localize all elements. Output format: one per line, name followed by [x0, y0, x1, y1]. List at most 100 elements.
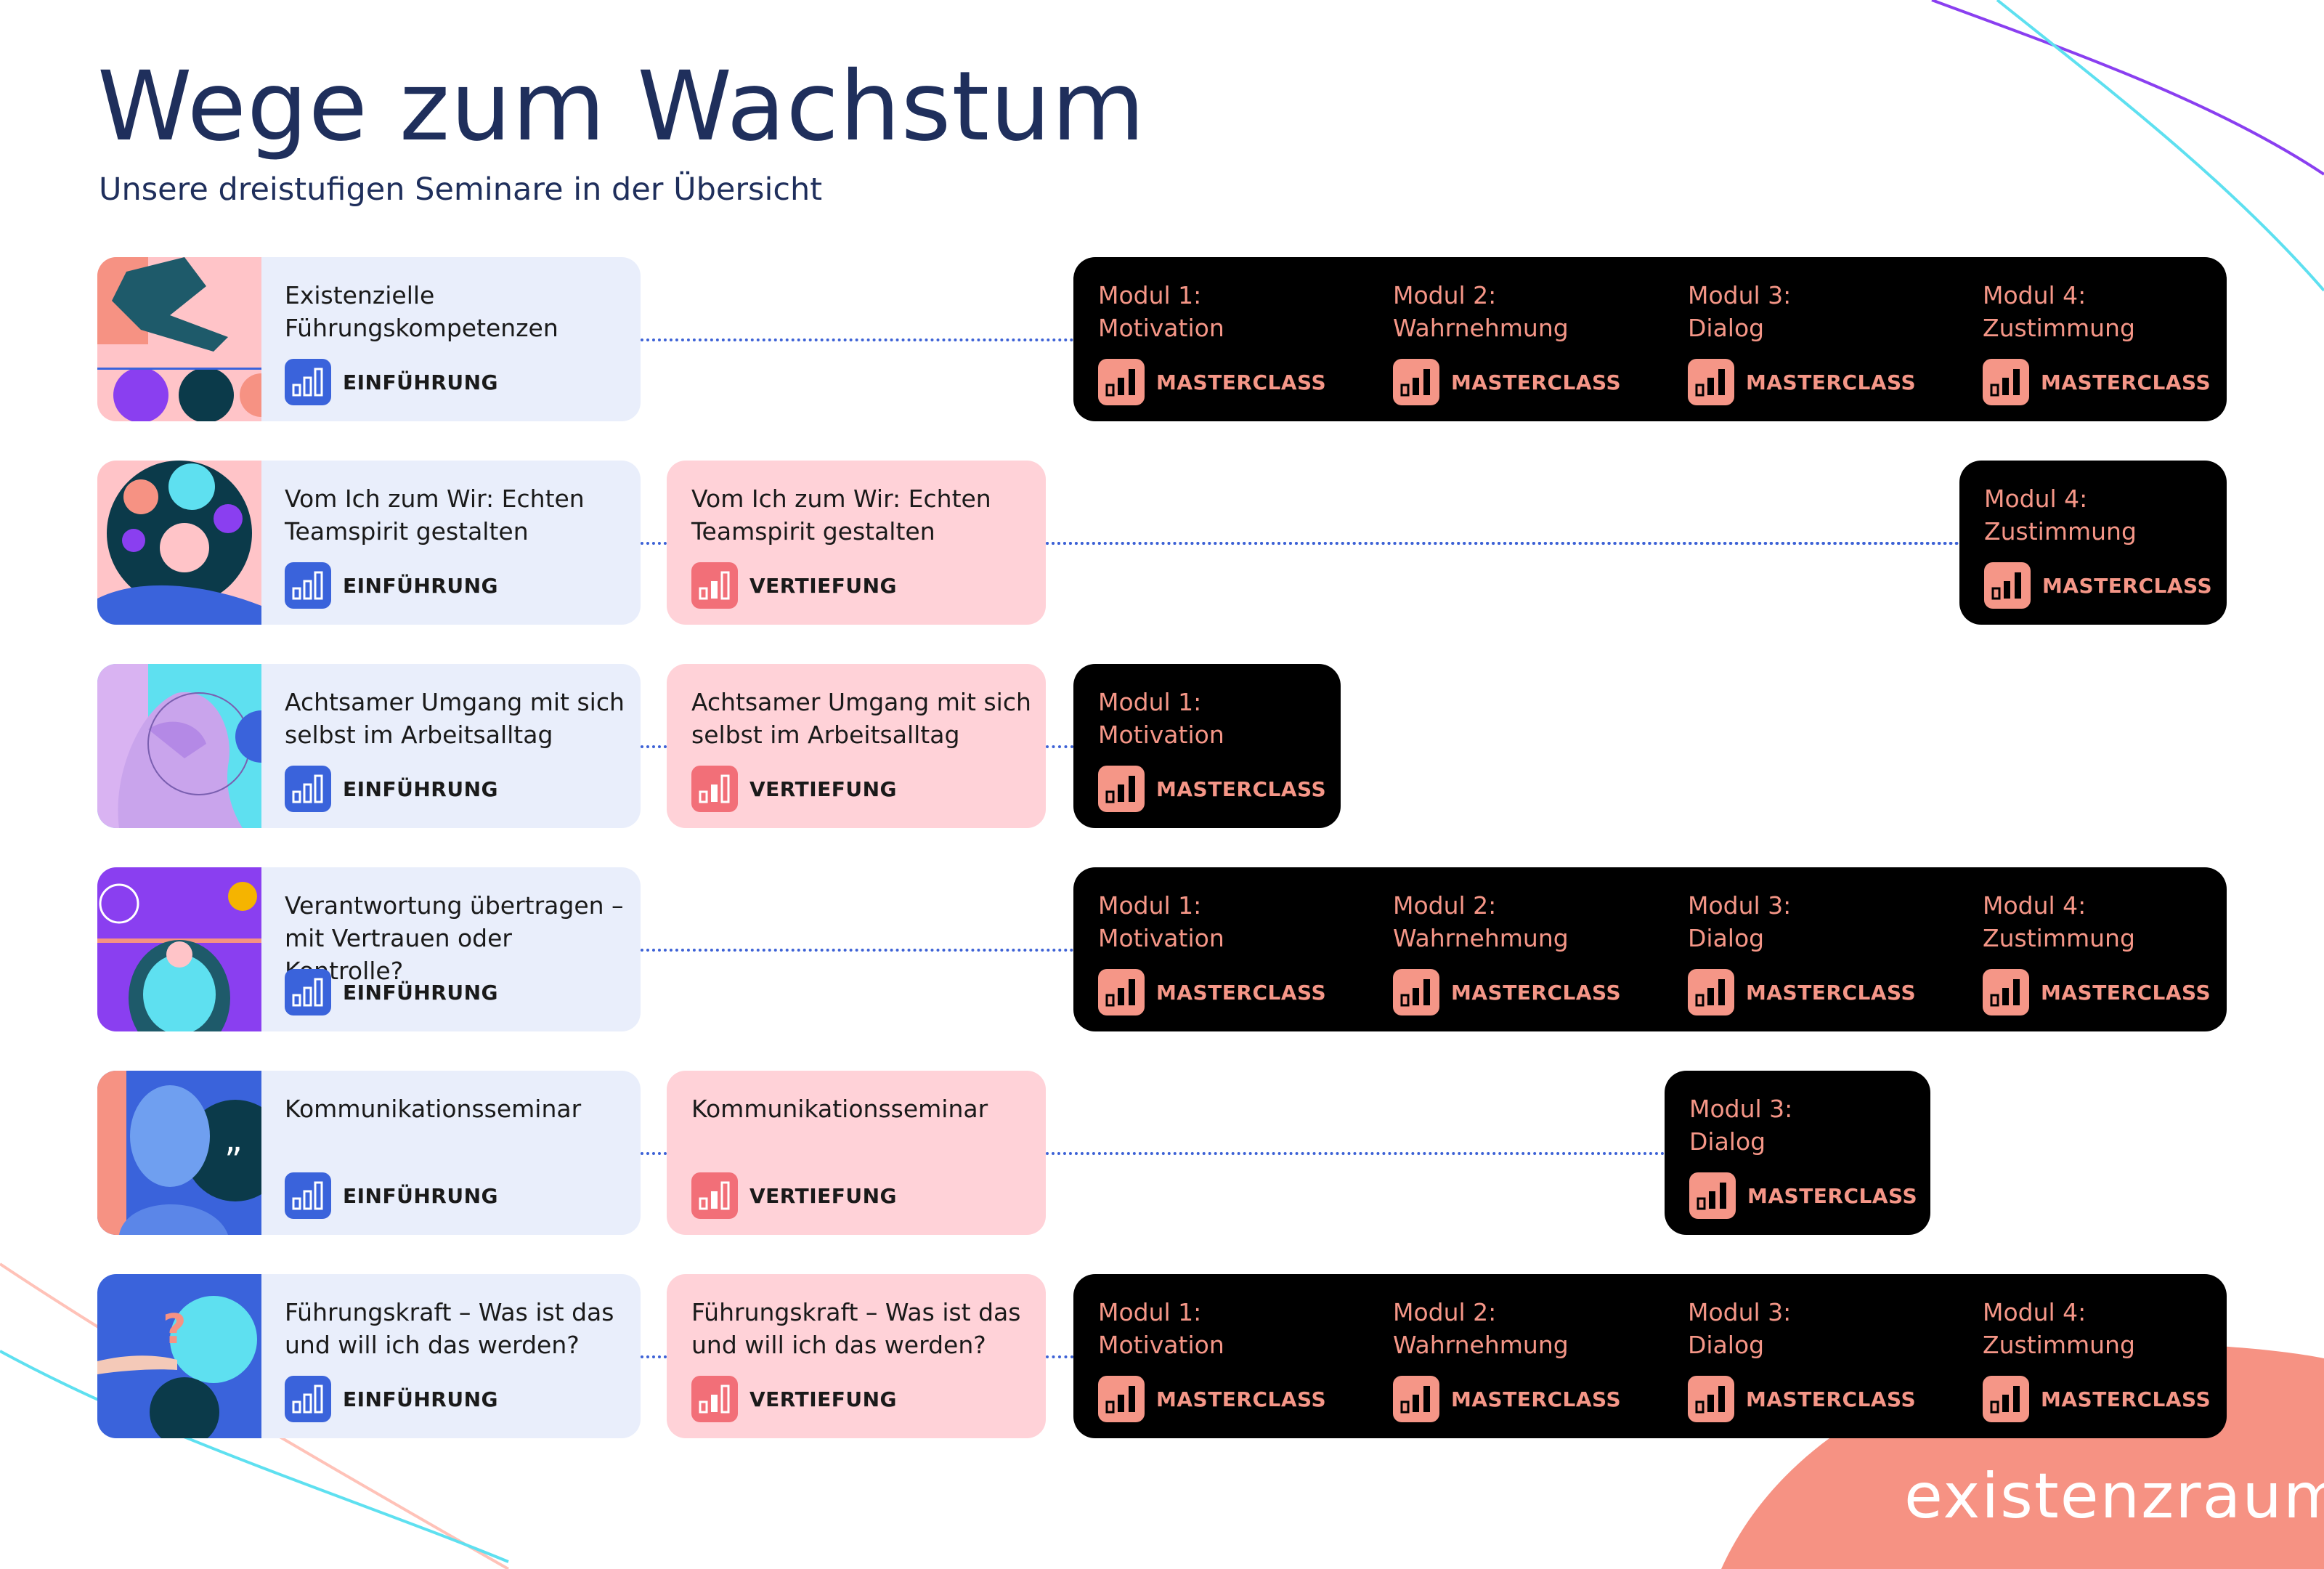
- level-bars-icon: [1688, 359, 1734, 405]
- module-item[interactable]: Modul 1: Motivation MASTERCLASS: [1073, 1274, 1342, 1438]
- level-bars-icon: [1983, 359, 2029, 405]
- level-label: MASTERCLASS: [2041, 370, 2211, 394]
- module-item[interactable]: Modul 4: Zustimmung MASTERCLASS: [1958, 1274, 2227, 1438]
- module-title: Modul 3: Dialog: [1688, 281, 1792, 342]
- connector-line: [641, 745, 667, 748]
- level-label: MASTERCLASS: [1451, 1387, 1622, 1411]
- module-item[interactable]: Modul 2: Wahrnehmung MASTERCLASS: [1368, 257, 1637, 421]
- module-item[interactable]: Modul 2: Wahrnehmung MASTERCLASS: [1368, 867, 1637, 1031]
- seminar-thumbnail: ?: [97, 1274, 261, 1438]
- level-badge: VERTIEFUNG: [691, 766, 897, 812]
- page-subtitle: Unsere dreistufigen Seminare in der Über…: [99, 171, 823, 208]
- level-label: EINFÜHRUNG: [343, 1387, 498, 1411]
- masterclass-card[interactable]: Modul 1: Motivation MASTERCLASS Modul 2:…: [1073, 867, 2227, 1031]
- vertiefung-card[interactable]: Vom Ich zum Wir: Echten Teamspirit gesta…: [667, 461, 1046, 625]
- level-bars-icon: [691, 1376, 738, 1422]
- seminar-row: Achtsamer Umgang mit sich selbst im Arbe…: [0, 664, 2324, 828]
- masterclass-card[interactable]: Modul 4: Zustimmung MASTERCLASS: [1959, 461, 2227, 625]
- module-item[interactable]: Modul 3: Dialog MASTERCLASS: [1663, 257, 1932, 421]
- module-item[interactable]: Modul 3: Dialog MASTERCLASS: [1663, 1274, 1932, 1438]
- einfuehrung-card[interactable]: ” Kommunikationsseminar EINFÜHRUNG: [97, 1071, 641, 1235]
- level-label: MASTERCLASS: [1156, 1387, 1327, 1411]
- level-badge: EINFÜHRUNG: [285, 1172, 498, 1219]
- connector-line: [1046, 1355, 1073, 1358]
- connector-line: [1046, 745, 1073, 748]
- module-item[interactable]: Modul 2: Wahrnehmung MASTERCLASS: [1368, 1274, 1637, 1438]
- level-label: MASTERCLASS: [1746, 370, 1917, 394]
- module-title: Modul 4: Zustimmung: [1984, 485, 2137, 546]
- module-item[interactable]: Modul 4: Zustimmung MASTERCLASS: [1959, 461, 2228, 625]
- masterclass-card[interactable]: Modul 1: Motivation MASTERCLASS Modul 2:…: [1073, 1274, 2227, 1438]
- seminar-title: Achtsamer Umgang mit sich selbst im Arbe…: [691, 688, 1031, 749]
- module-item[interactable]: Modul 1: Motivation MASTERCLASS: [1073, 664, 1342, 828]
- level-bars-icon: [1393, 1376, 1439, 1422]
- level-label: MASTERCLASS: [1747, 1183, 1918, 1208]
- einfuehrung-card[interactable]: Achtsamer Umgang mit sich selbst im Arbe…: [97, 664, 641, 828]
- level-badge: VERTIEFUNG: [691, 562, 897, 609]
- module-item[interactable]: Modul 1: Motivation MASTERCLASS: [1073, 867, 1342, 1031]
- level-bars-icon: [1688, 969, 1734, 1015]
- module-item[interactable]: Modul 1: Motivation MASTERCLASS: [1073, 257, 1342, 421]
- module-title: Modul 2: Wahrnehmung: [1393, 1298, 1569, 1359]
- module-title: Modul 4: Zustimmung: [1983, 281, 2135, 342]
- seminar-row: Existenzielle Führungskompetenzen EINFÜH…: [0, 257, 2324, 421]
- level-bars-icon: [1098, 359, 1145, 405]
- connector-line: [641, 1355, 667, 1358]
- level-label: MASTERCLASS: [2041, 1387, 2211, 1411]
- level-badge: MASTERCLASS: [1688, 1376, 1916, 1422]
- seminar-title: Achtsamer Umgang mit sich selbst im Arbe…: [285, 688, 625, 749]
- level-bars-icon: [1983, 1376, 2029, 1422]
- level-label: MASTERCLASS: [1746, 980, 1917, 1005]
- masterclass-card[interactable]: Modul 1: Motivation MASTERCLASS Modul 2:…: [1073, 257, 2227, 421]
- module-title: Modul 4: Zustimmung: [1983, 1298, 2135, 1359]
- page-title: Wege zum Wachstum: [97, 51, 1146, 163]
- einfuehrung-card[interactable]: Verantwortung übertragen – mit Vertrauen…: [97, 867, 641, 1031]
- module-title: Modul 1: Motivation: [1098, 891, 1224, 952]
- level-badge: MASTERCLASS: [1098, 969, 1326, 1015]
- level-bars-icon: [285, 969, 331, 1015]
- module-item[interactable]: Modul 4: Zustimmung MASTERCLASS: [1958, 257, 2227, 421]
- module-title: Modul 2: Wahrnehmung: [1393, 891, 1569, 952]
- level-badge: MASTERCLASS: [1688, 359, 1916, 405]
- level-badge: EINFÜHRUNG: [285, 969, 498, 1015]
- einfuehrung-card[interactable]: ? Führungskraft – Was ist das und will i…: [97, 1274, 641, 1438]
- level-label: MASTERCLASS: [1156, 370, 1327, 394]
- level-bars-icon: [285, 562, 331, 609]
- level-label: VERTIEFUNG: [749, 1387, 898, 1411]
- level-label: MASTERCLASS: [2041, 980, 2211, 1005]
- level-bars-icon: [691, 766, 738, 812]
- level-badge: MASTERCLASS: [1984, 562, 2212, 609]
- level-label: VERTIEFUNG: [749, 777, 898, 801]
- module-title: Modul 3: Dialog: [1689, 1095, 1793, 1156]
- connector-line: [1046, 1152, 1665, 1155]
- einfuehrung-card[interactable]: Vom Ich zum Wir: Echten Teamspirit gesta…: [97, 461, 641, 625]
- seminar-title: Verantwortung übertragen – mit Vertrauen…: [285, 891, 624, 985]
- level-badge: EINFÜHRUNG: [285, 766, 498, 812]
- module-title: Modul 1: Motivation: [1098, 688, 1224, 749]
- module-item[interactable]: Modul 3: Dialog MASTERCLASS: [1663, 867, 1932, 1031]
- vertiefung-card[interactable]: Achtsamer Umgang mit sich selbst im Arbe…: [667, 664, 1046, 828]
- module-title: Modul 1: Motivation: [1098, 281, 1224, 342]
- module-item[interactable]: Modul 4: Zustimmung MASTERCLASS: [1958, 867, 2227, 1031]
- seminar-thumbnail: ”: [97, 1071, 261, 1235]
- module-item[interactable]: Modul 3: Dialog MASTERCLASS: [1665, 1071, 1933, 1235]
- seminar-title: Kommunikationsseminar: [691, 1095, 988, 1123]
- brand-logo: existenzraum: [1904, 1460, 2324, 1533]
- level-badge: EINFÜHRUNG: [285, 562, 498, 609]
- level-label: VERTIEFUNG: [749, 573, 898, 598]
- level-badge: MASTERCLASS: [1098, 1376, 1326, 1422]
- svg-text:?: ?: [163, 1306, 186, 1353]
- masterclass-card[interactable]: Modul 1: Motivation MASTERCLASS: [1073, 664, 1341, 828]
- seminar-thumbnail: [97, 664, 261, 828]
- connector-line: [1046, 542, 1959, 545]
- vertiefung-card[interactable]: Führungskraft – Was ist das und will ich…: [667, 1274, 1046, 1438]
- einfuehrung-card[interactable]: Existenzielle Führungskompetenzen EINFÜH…: [97, 257, 641, 421]
- level-bars-icon: [1098, 1376, 1145, 1422]
- connector-line: [641, 1152, 667, 1155]
- vertiefung-card[interactable]: Kommunikationsseminar VERTIEFUNG: [667, 1071, 1046, 1235]
- seminar-title: Vom Ich zum Wir: Echten Teamspirit gesta…: [691, 485, 991, 546]
- seminar-row: ” Kommunikationsseminar EINFÜHRUNG Kommu…: [0, 1071, 2324, 1235]
- masterclass-card[interactable]: Modul 3: Dialog MASTERCLASS: [1665, 1071, 1930, 1235]
- level-bars-icon: [1393, 359, 1439, 405]
- seminar-title: Kommunikationsseminar: [285, 1095, 582, 1123]
